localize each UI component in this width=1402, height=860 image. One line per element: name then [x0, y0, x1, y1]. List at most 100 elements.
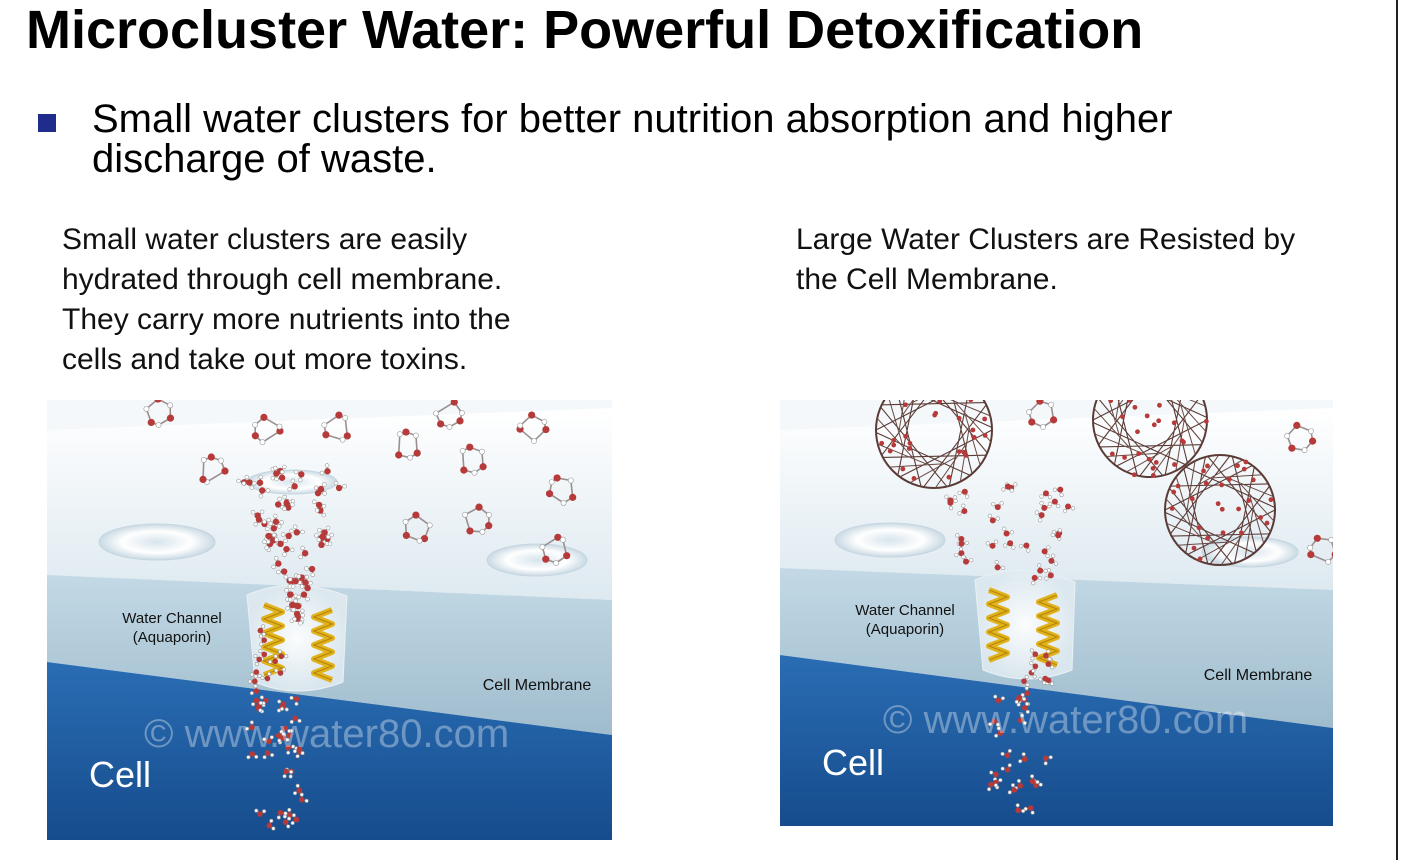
cluster-bond: [899, 429, 993, 478]
oxygen-atom: [997, 730, 1004, 736]
oxygen-atom: [1156, 418, 1162, 424]
oxygen-atom: [1017, 717, 1024, 724]
oxygen-atom: [249, 751, 255, 757]
hydrogen-atom: [253, 684, 258, 689]
hydrogen-atom: [296, 594, 301, 600]
watermark: © www.water80.com: [144, 712, 509, 756]
oxygen-atom: [1036, 400, 1044, 405]
hydrogen-atom: [1000, 565, 1006, 570]
oxygen-atom: [1055, 532, 1062, 539]
water-molecule: [1043, 649, 1052, 662]
hydrogen-atom: [282, 667, 286, 672]
water-molecule: [1029, 774, 1040, 785]
oxygen-atom: [968, 400, 974, 403]
water-molecule: [274, 667, 286, 676]
oxygen-atom: [958, 535, 965, 542]
hydrogen-atom: [1325, 558, 1332, 565]
oxygen-atom: [1047, 572, 1054, 579]
water-molecule: [1018, 752, 1028, 764]
hydrogen-atom: [517, 422, 524, 429]
hydrogen-atom: [1009, 488, 1014, 493]
large-water-cluster: [875, 400, 993, 489]
oxygen-atom: [903, 433, 909, 439]
hydrogen-atom: [486, 512, 492, 518]
hydrogen-atom: [276, 569, 281, 575]
oxygen-atom: [343, 432, 351, 440]
hydrogen-atom: [1011, 545, 1016, 550]
hydrogen-atom: [289, 719, 294, 724]
oxygen-atom: [264, 750, 271, 756]
cluster-bond: [948, 400, 968, 487]
oxygen-atom: [1016, 694, 1023, 701]
oxygen-atom: [256, 656, 262, 663]
water-molecule: [297, 574, 310, 586]
oxygen-atom: [322, 431, 330, 439]
hydrogen-atom: [265, 488, 271, 493]
hydrogen-atom: [292, 749, 297, 754]
cluster-bond: [1098, 400, 1134, 446]
small-water-cluster: [395, 428, 421, 461]
oxygen-atom: [402, 531, 410, 540]
oxygen-atom: [276, 427, 284, 435]
hydrogen-atom: [479, 528, 486, 535]
hydrogen-atom: [273, 556, 279, 561]
hydrogen-atom: [1025, 682, 1030, 687]
water-molecule: [292, 610, 305, 622]
oxygen-atom: [962, 451, 968, 456]
hydrogen-atom: [317, 527, 322, 533]
cell-membrane-label: Cell Membrane: [1204, 667, 1313, 684]
oxygen-atom: [1197, 556, 1203, 562]
water-molecule: [312, 499, 323, 513]
hydrogen-atom: [995, 722, 1000, 727]
water-molecule: [296, 591, 310, 602]
oxygen-atom: [1004, 483, 1011, 490]
hydrogen-atom: [292, 524, 298, 530]
water-molecule: [245, 720, 255, 731]
hydrogen-atom: [1032, 674, 1037, 679]
oxygen-atom: [296, 746, 303, 752]
hydrogen-atom: [321, 503, 327, 509]
oxygen-atom: [1011, 787, 1018, 793]
water-molecule: [277, 699, 287, 711]
helix: [311, 607, 335, 683]
hydrogen-atom: [1308, 428, 1314, 435]
hydrogen-atom: [270, 475, 275, 481]
oxygen-atom: [280, 701, 287, 707]
oxygen-atom: [961, 508, 968, 515]
hydrogen-atom: [268, 521, 273, 526]
water-molecule: [268, 654, 278, 665]
oxygen-atom: [277, 540, 284, 548]
hydrogen-atom: [143, 405, 150, 412]
aquaporin-helices: [986, 587, 1060, 668]
oxygen-atom: [907, 440, 913, 446]
hydrogen-atom: [304, 566, 309, 571]
hydrogen-atom: [268, 659, 273, 664]
left-caption-line-4: cells and take out more toxins.: [62, 343, 468, 376]
oxygen-atom: [970, 427, 976, 433]
water-molecule: [298, 792, 309, 803]
cluster-bond: [1183, 468, 1209, 564]
oxygen-atom: [286, 812, 293, 818]
hydrogen-atom: [948, 505, 954, 511]
oxygen-atom: [274, 501, 282, 508]
oxygen-atom: [1048, 557, 1055, 564]
hydrogen-atom: [1035, 779, 1040, 784]
hydrogen-atom: [259, 695, 264, 700]
water-molecule: [1029, 661, 1039, 673]
oxygen-atom: [253, 688, 260, 694]
oxygen-atom: [906, 446, 912, 451]
hydrogen-atom: [283, 811, 288, 816]
hydrogen-atom: [416, 537, 423, 544]
oxygen-atom: [1146, 456, 1152, 462]
cluster-bond: [1092, 400, 1134, 421]
oxygen-atom: [246, 479, 253, 486]
water-molecule: [1029, 648, 1039, 661]
hydrogen-atom: [290, 584, 296, 589]
hydrogen-atom: [1029, 648, 1034, 653]
oxygen-atom: [318, 541, 325, 549]
oxygen-atom: [961, 488, 968, 495]
oxygen-atom: [1045, 661, 1052, 667]
hydrogen-atom: [1000, 696, 1005, 701]
small-water-cluster: [545, 474, 577, 506]
oxygen-atom: [257, 627, 264, 634]
